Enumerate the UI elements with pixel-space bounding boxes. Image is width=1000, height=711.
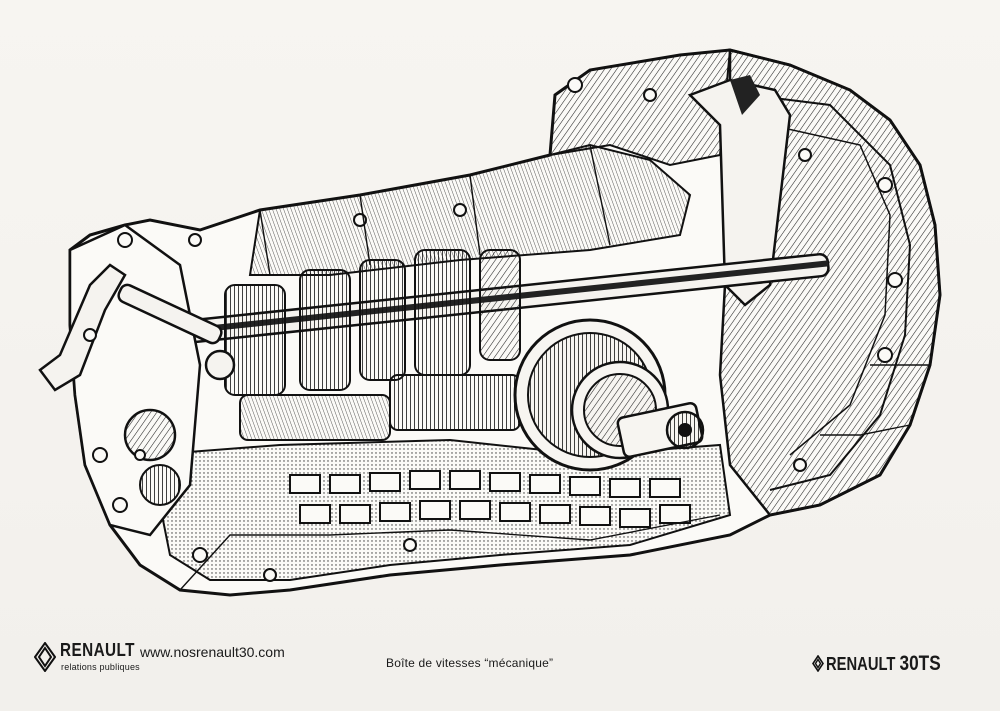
gear-cluster	[224, 249, 521, 441]
differential	[513, 318, 705, 472]
document-caption: Boîte de vitesses “mécanique”	[386, 656, 554, 670]
model-name: RENAULT 30TS	[826, 652, 941, 676]
model-badge: RENAULT 30TS	[812, 652, 972, 678]
model-brand: RENAULT	[826, 654, 896, 674]
bolts	[83, 77, 903, 582]
model-number: 30TS	[899, 652, 941, 675]
shift-linkage	[38, 263, 236, 506]
gearbox-cutaway-illustration	[38, 48, 942, 597]
brand-subtitle: relations publiques	[61, 662, 140, 672]
website-link[interactable]: www.nosrenault30.com	[140, 644, 285, 660]
renault-brand-block: RENAULT relations publiques	[34, 640, 154, 680]
brand-name: RENAULT	[60, 640, 135, 660]
renault-logo-icon	[34, 642, 56, 672]
renault-logo-icon	[812, 655, 824, 672]
